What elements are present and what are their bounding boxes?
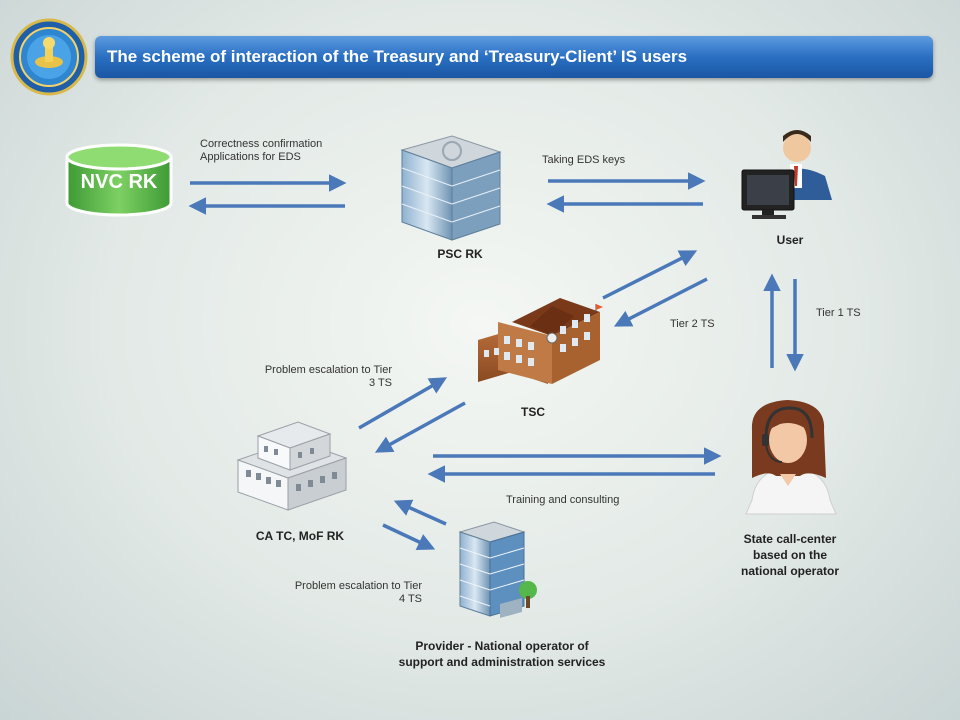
tier2-label: Tier 2 TS xyxy=(670,318,715,330)
database-icon xyxy=(65,143,173,217)
callcenter-label: State call-center based on the national … xyxy=(740,532,839,578)
user-computer-icon xyxy=(741,130,832,219)
user-label: User xyxy=(776,233,804,247)
tier1-label: Tier 1 TS xyxy=(816,307,861,319)
arrow-tsc-to-ca xyxy=(374,401,466,453)
ca-label: CA TC, MoF RK xyxy=(255,529,345,543)
page-title: The scheme of interaction of the Treasur… xyxy=(107,47,688,66)
arrows xyxy=(188,172,804,550)
training-label: Training and consulting xyxy=(506,494,620,506)
emblem-icon xyxy=(10,18,88,96)
taking-eds-label: Taking EDS keys xyxy=(542,154,626,166)
administration-building-icon xyxy=(236,421,348,511)
courthouse-icon xyxy=(478,298,603,384)
correctness-label: Correctness confirmation Applications fo… xyxy=(200,138,323,163)
arrow-tsc-to-user xyxy=(602,250,698,300)
arrow-ca-to-tsc xyxy=(358,377,448,430)
psc-label: PSC RK xyxy=(437,247,483,261)
provider-label: Provider - National operator of support … xyxy=(398,639,606,669)
office-building-icon xyxy=(400,135,502,241)
nvc-node: NVC RK xyxy=(63,143,175,219)
tsc-label: TSC xyxy=(521,405,545,419)
nvc-label: NVC RK xyxy=(80,171,158,193)
provider-tower-icon xyxy=(458,521,537,618)
escalation4-label: Problem escalation to Tier 4 TS xyxy=(294,580,422,605)
title-bar: The scheme of interaction of the Treasur… xyxy=(95,36,933,78)
arrow-ca-to-provider xyxy=(382,523,436,550)
call-center-operator-icon xyxy=(745,400,837,515)
arrow-user-to-tsc xyxy=(613,277,708,327)
escalation3-label: Problem escalation to Tier 3 TS xyxy=(264,364,392,389)
arrow-provider-to-ca xyxy=(393,499,447,526)
